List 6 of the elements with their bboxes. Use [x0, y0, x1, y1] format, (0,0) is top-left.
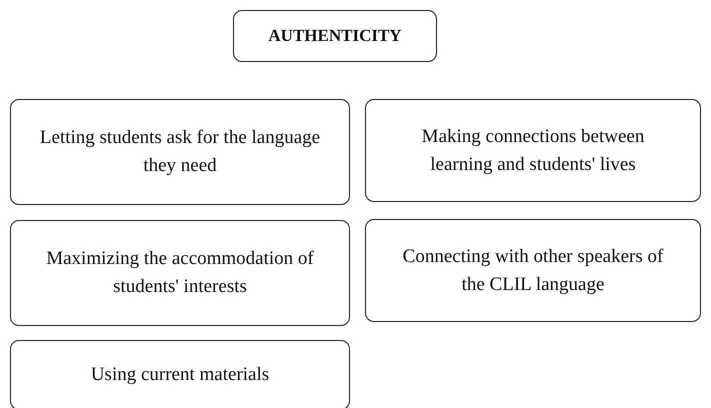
- text-box: Connecting with other speakers of the CLIL language: [365, 219, 701, 322]
- text-box: Using current materials: [10, 340, 350, 408]
- title-box: AUTHENTICITY: [233, 10, 437, 62]
- text-box: Letting students ask for the language they need: [10, 99, 350, 205]
- text-box: Maximizing the accommodation of students' interests: [10, 220, 350, 326]
- text-box: Making connections between learning and students' lives: [365, 99, 701, 202]
